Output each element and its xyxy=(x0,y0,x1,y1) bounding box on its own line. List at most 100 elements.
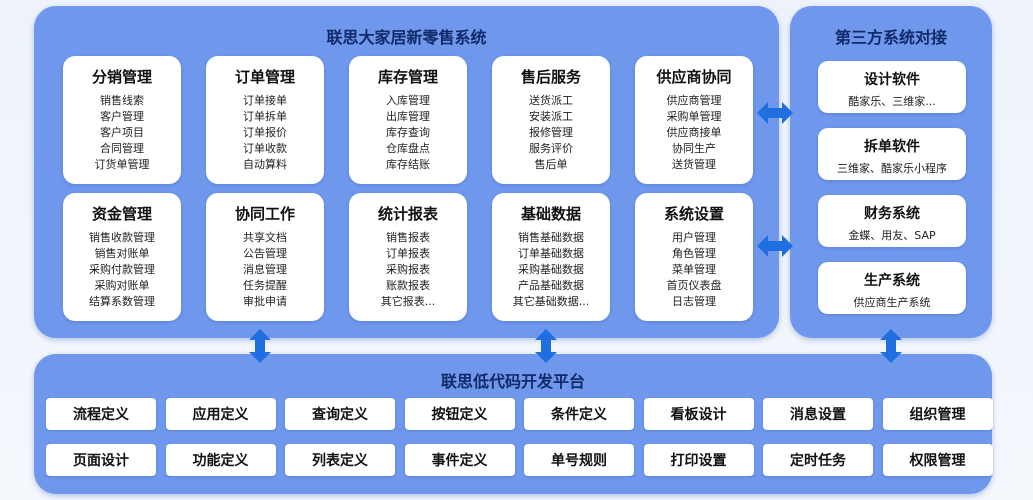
module-item: 采购基础数据 xyxy=(518,263,584,276)
module-card: 分销管理销售线索客户管理客户项目合同管理订货单管理 xyxy=(63,56,181,184)
module-item: 售后单 xyxy=(534,158,568,171)
system-title: 生产系统 xyxy=(864,273,920,289)
module-item: 安装派工 xyxy=(529,110,573,123)
module-item: 共享文档 xyxy=(243,231,287,244)
platform-feature-button[interactable]: 条件定义 xyxy=(524,398,634,430)
platform-title: 联思低代码开发平台 xyxy=(440,372,585,391)
module-item: 订单收款 xyxy=(243,142,287,155)
module-item: 服务评价 xyxy=(529,142,573,155)
module-title: 库存管理 xyxy=(377,68,438,86)
platform-feature-button[interactable]: 组织管理 xyxy=(882,398,993,430)
system-title: 拆单软件 xyxy=(864,139,920,155)
module-item: 送货管理 xyxy=(672,158,716,171)
module-item: 结算系数管理 xyxy=(89,295,155,308)
module-item: 库存结账 xyxy=(386,158,430,171)
module-item: 订单报表 xyxy=(386,247,430,260)
module-item: 协同生产 xyxy=(672,142,716,155)
module-title: 协同工作 xyxy=(234,205,295,223)
module-title: 分销管理 xyxy=(91,68,152,86)
module-card: 资金管理销售收款管理销售对账单采购付款管理采购对账单结算系数管理 xyxy=(63,193,181,321)
module-item: 其它基础数据... xyxy=(512,295,590,308)
module-item: 销售基础数据 xyxy=(518,231,584,244)
platform-feature-button[interactable]: 定时任务 xyxy=(763,444,873,476)
platform-feature-button[interactable]: 单号规则 xyxy=(524,444,634,476)
module-item: 自动算料 xyxy=(243,158,287,171)
module-item: 采购对账单 xyxy=(94,279,150,292)
system-title: 设计软件 xyxy=(864,72,920,88)
module-card: 统计报表销售报表订单报表采购报表账款报表其它报表... xyxy=(349,193,467,321)
module-item: 任务提醒 xyxy=(243,279,287,292)
third-party-system-card: 拆单软件三维家、酷家乐小程序 xyxy=(818,128,966,180)
module-item: 供应商接单 xyxy=(666,126,722,139)
module-card: 协同工作共享文档公告管理消息管理任务提醒审批申请 xyxy=(206,193,324,321)
module-title: 资金管理 xyxy=(91,205,152,223)
double-arrow-icon xyxy=(757,102,793,124)
module-card: 供应商协同供应商管理采购单管理供应商接单协同生产送货管理 xyxy=(635,56,753,184)
module-item: 账款报表 xyxy=(386,279,430,292)
module-item: 仓库盘点 xyxy=(386,142,430,155)
double-arrow-icon xyxy=(880,329,902,363)
module-item: 送货派工 xyxy=(529,94,573,107)
third-party-system-card: 生产系统供应商生产系统 xyxy=(818,262,966,314)
module-item: 销售对账单 xyxy=(94,247,150,260)
double-arrow-icon xyxy=(249,329,271,363)
module-item: 角色管理 xyxy=(672,247,716,260)
platform-feature-button[interactable]: 事件定义 xyxy=(404,444,515,476)
module-item: 订单报价 xyxy=(243,126,287,139)
system-subtitle: 酷家乐、三维家... xyxy=(848,95,936,108)
module-title: 售后服务 xyxy=(520,68,581,86)
third-party-system-card: 财务系统金蝶、用友、SAP xyxy=(818,195,966,247)
platform-feature-button[interactable]: 列表定义 xyxy=(285,444,395,476)
platform-feature-button[interactable]: 看板设计 xyxy=(643,398,754,430)
module-item: 库存查询 xyxy=(386,126,430,139)
module-item: 客户项目 xyxy=(100,126,144,139)
module-card: 订单管理订单接单订单拆单订单报价订单收款自动算料 xyxy=(206,56,324,184)
double-arrow-icon xyxy=(535,329,557,363)
module-card: 库存管理入库管理出库管理库存查询仓库盘点库存结账 xyxy=(349,56,467,184)
system-subtitle: 三维家、酷家乐小程序 xyxy=(837,162,947,175)
main-system-title: 联思大家居新零售系统 xyxy=(326,28,487,47)
third-party-panel: 第三方系统对接 设计软件酷家乐、三维家...拆单软件三维家、酷家乐小程序财务系统… xyxy=(790,6,992,338)
platform-feature-button[interactable]: 消息设置 xyxy=(763,398,873,430)
module-item: 报修管理 xyxy=(529,126,573,139)
module-card: 基础数据销售基础数据订单基础数据采购基础数据产品基础数据其它基础数据... xyxy=(492,193,610,321)
module-item: 出库管理 xyxy=(386,110,430,123)
module-item: 销售收款管理 xyxy=(89,231,155,244)
platform-feature-button[interactable]: 按钮定义 xyxy=(404,398,515,430)
module-item: 公告管理 xyxy=(243,247,287,260)
double-arrow-icon xyxy=(757,235,793,257)
module-item: 订单接单 xyxy=(243,94,287,107)
system-title: 财务系统 xyxy=(864,206,920,222)
system-subtitle: 金蝶、用友、SAP xyxy=(848,229,936,242)
platform-feature-button[interactable]: 打印设置 xyxy=(643,444,754,476)
module-item: 采购报表 xyxy=(386,263,430,276)
module-item: 其它报表... xyxy=(380,295,436,308)
platform-feature-button[interactable]: 权限管理 xyxy=(882,444,993,476)
third-party-system-card: 设计软件酷家乐、三维家... xyxy=(818,61,966,113)
module-card: 系统设置用户管理角色管理菜单管理首页仪表盘日志管理 xyxy=(635,193,753,321)
lowcode-platform-panel: 联思低代码开发平台 流程定义应用定义查询定义按钮定义条件定义看板设计消息设置组织… xyxy=(34,354,993,494)
platform-feature-button[interactable]: 流程定义 xyxy=(46,398,156,430)
module-item: 合同管理 xyxy=(100,142,144,155)
module-item: 用户管理 xyxy=(672,231,716,244)
module-item: 客户管理 xyxy=(100,110,144,123)
third-party-title: 第三方系统对接 xyxy=(834,28,947,47)
module-item: 产品基础数据 xyxy=(518,279,584,292)
module-item: 订货单管理 xyxy=(94,158,150,171)
module-item: 销售报表 xyxy=(386,231,430,244)
module-title: 订单管理 xyxy=(234,68,295,86)
module-item: 采购单管理 xyxy=(666,110,722,123)
module-item: 首页仪表盘 xyxy=(666,279,722,292)
module-item: 订单拆单 xyxy=(243,110,287,123)
platform-feature-button[interactable]: 页面设计 xyxy=(46,444,156,476)
module-item: 审批申请 xyxy=(243,295,287,308)
platform-feature-button[interactable]: 功能定义 xyxy=(165,444,276,476)
platform-feature-button[interactable]: 查询定义 xyxy=(285,398,395,430)
module-item: 消息管理 xyxy=(243,263,287,276)
module-item: 日志管理 xyxy=(672,295,716,308)
platform-feature-button[interactable]: 应用定义 xyxy=(165,398,276,430)
module-title: 系统设置 xyxy=(663,205,724,223)
module-item: 供应商管理 xyxy=(666,94,722,107)
module-item: 入库管理 xyxy=(386,94,430,107)
module-title: 供应商协同 xyxy=(656,68,732,86)
